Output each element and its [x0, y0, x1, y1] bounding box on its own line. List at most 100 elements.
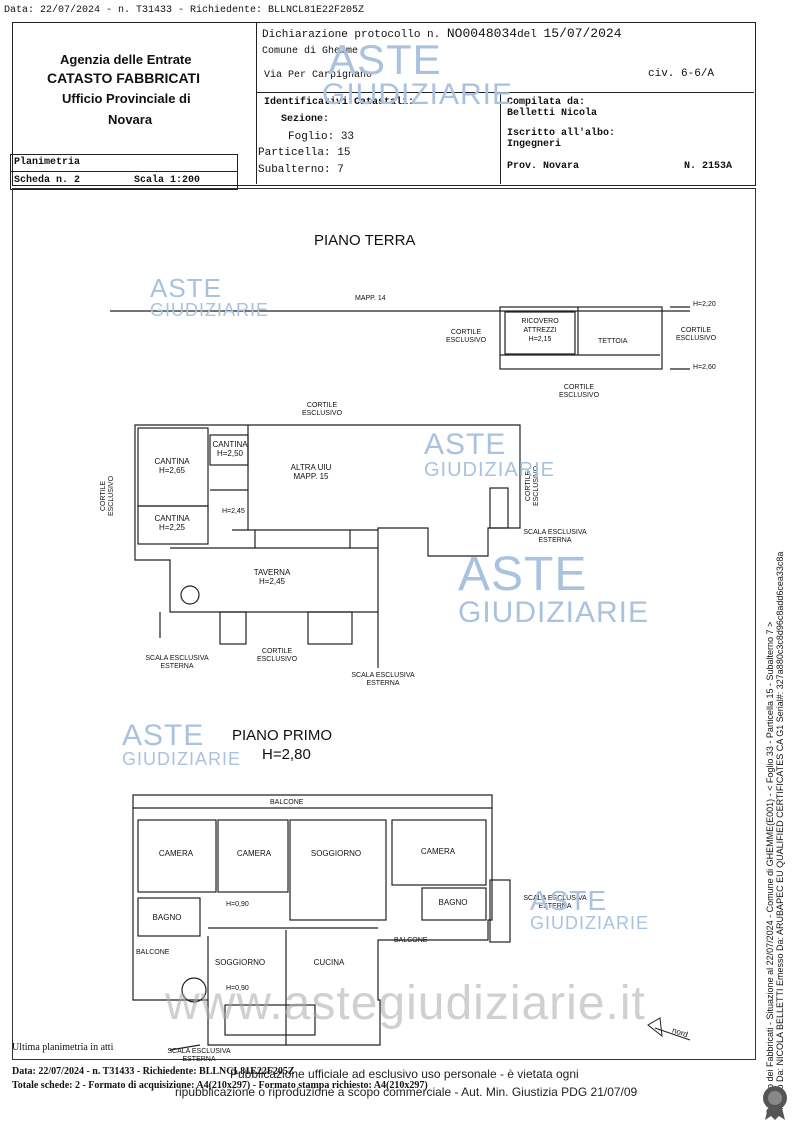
particella-value: 15: [337, 147, 351, 159]
particella-label: Particella:: [258, 147, 331, 159]
mapp14-label: MAPP. 14: [355, 295, 386, 302]
watermark-aste: ASTE: [530, 885, 608, 916]
altra-uiu-label: ALTRA UIU MAPP. 15: [290, 463, 332, 481]
ricovero-block: [499, 306, 663, 370]
external-stair-east: [489, 487, 509, 529]
subalterno-value: 7: [337, 164, 344, 176]
ground-floor-outline: [134, 424, 521, 613]
scala-label-4: SCALA ESCLUSIVA ESTERNA: [523, 895, 587, 910]
subalterno-label: Subalterno:: [258, 164, 331, 176]
cortile-label-4: CORTILE ESCLUSIVO: [301, 402, 343, 417]
cortile-label-2: CORTILE ESCLUSIVO: [675, 327, 717, 342]
watermark-giudiziarie: GIUDIZIARIE: [122, 749, 242, 769]
protocol-label: Dichiarazione protocollo n.: [262, 29, 441, 41]
cantina-label-2: CANTINA H=2,50: [212, 440, 248, 458]
h260-label: H=2,60: [693, 364, 716, 371]
footer-data-line: Data: 22/07/2024 - n. T31433 - Richieden…: [12, 1066, 295, 1077]
bagno-label-2: BAGNO: [438, 898, 468, 907]
soggiorno-room-1: [289, 819, 387, 921]
iscritto-label: Iscritto all'albo:: [507, 128, 616, 139]
camera-room-2: [217, 819, 289, 893]
watermark-aste: ASTE: [150, 273, 222, 303]
bagno-room-2: [421, 887, 487, 921]
scala-label-5: SCALA ESCLUSIVA ESTERNA: [167, 1048, 231, 1063]
bagno-label-1: BAGNO: [152, 913, 182, 922]
sezione-label: Sezione:: [281, 114, 330, 125]
tettoia-label: TETTOIA: [598, 338, 628, 345]
identificativi-title: Identificativi Catastali:: [264, 97, 415, 108]
header-vline: [500, 92, 501, 184]
cortile-label-1: CORTILE ESCLUSIVO: [445, 329, 487, 344]
stair-leader: [169, 1044, 201, 1051]
nord-arrow: [647, 1017, 691, 1041]
protocol-number: NO0048034: [446, 26, 518, 41]
compilata-name: Belletti Nicola: [507, 108, 598, 119]
albo-number: N. 2153A: [684, 161, 733, 172]
request-line: Data: 22/07/2024 - n. T31433 - Richieden…: [4, 5, 365, 16]
soggiorno-label-2: SOGGIORNO: [214, 958, 266, 967]
balcone-label-1: BALCONE: [270, 799, 304, 806]
ricovero-label: RICOVERO ATTREZZI H=2,15: [521, 318, 559, 343]
watermark-logo-3: ASTE GIUDIZIARIE: [458, 548, 650, 629]
side-text-signature: Firmato Da: NICOLA BELLETTI Emesso Da: A…: [775, 551, 785, 1115]
watermark-logo-1: ASTE GIUDIZIARIE: [150, 275, 269, 319]
watermark-giudiziarie: GIUDIZIARIE: [150, 300, 270, 320]
scala-label: Scala 1:200: [134, 175, 201, 186]
particella-row: Particella: 15: [258, 147, 350, 159]
h245-label: H=2,45: [222, 508, 245, 515]
footer-totale-line: Totale schede: 2 - Formato di acquisizio…: [12, 1080, 428, 1091]
scala-label-3: SCALA ESCLUSIVA ESTERNA: [523, 529, 587, 544]
protocol-del: del: [517, 29, 537, 41]
balcone-label-3: BALCONE: [136, 949, 170, 956]
watermark-aste: ASTE: [458, 548, 588, 601]
drawing-frame: [12, 188, 756, 1060]
external-stair-left: [219, 611, 247, 645]
protocol-date: 15/07/2024: [543, 26, 622, 41]
foglio-row: Foglio: 33: [288, 131, 354, 143]
watermark-logo-4: ASTE GIUDIZIARIE: [122, 721, 242, 769]
header-frame: [12, 22, 756, 186]
watermark-giudiziarie: GIUDIZIARIE: [530, 913, 650, 933]
watermark-aste: ASTE: [328, 36, 442, 83]
bagno-room-1: [137, 897, 201, 937]
scheda-label: Scheda n. 2: [14, 175, 81, 186]
compilata-label: Compilata da:: [507, 97, 586, 108]
watermark-giudiziarie: GIUDIZIARIE: [424, 459, 556, 481]
camera-room-1: [137, 819, 217, 893]
ultima-planimetria: Ultima planimetria in atti: [12, 1042, 114, 1053]
albo-value: Ingegneri: [507, 139, 562, 150]
h090-label-1: H=0,90: [226, 901, 249, 908]
taverna-label: TAVERNA H=2,45: [253, 568, 291, 586]
spiral-stair-ground: [180, 585, 200, 605]
agency-line4: Novara: [108, 112, 153, 127]
cantina-label-3: CANTINA H=2,25: [154, 514, 190, 532]
piano-primo-title: PIANO PRIMO: [232, 727, 333, 744]
cantina-room-3: [137, 505, 209, 545]
piano-terra-title: PIANO TERRA: [314, 232, 416, 249]
foglio-value: 33: [340, 131, 355, 143]
protocol-line: Dichiarazione protocollo n. NO0048034del…: [262, 26, 622, 41]
h220-label: H=2,20: [693, 301, 716, 308]
cucina-label: CUCINA: [313, 958, 345, 967]
watermark-logo-5: ASTE GIUDIZIARIE: [530, 885, 650, 933]
comune-label: Comune di Ghemme: [262, 46, 359, 57]
watermark-giudiziarie: GIUDIZIARIE: [458, 596, 650, 629]
cantina-label-1: CANTINA H=2,65: [154, 457, 190, 475]
camera-room-3: [391, 819, 487, 886]
cortile-label-6: CORTILE ESCLUSIVO: [100, 475, 115, 517]
balcone-label-2: BALCONE: [394, 937, 428, 944]
watermark-logo-header: ASTE GIUDIZIARIE: [262, 36, 514, 111]
seal-icon: [763, 1086, 787, 1120]
watermark-giudiziarie: GIUDIZIARIE: [322, 78, 514, 111]
external-stair-right: [307, 611, 353, 645]
soggiorno-label-1: SOGGIORNO: [310, 849, 362, 858]
planimetria-divider: [10, 171, 237, 172]
publication-notice-2: ripubblicazione o riproduzione a scopo c…: [175, 1085, 638, 1099]
header-hline: [256, 92, 754, 93]
side-text-cadastre: Catasto dei Fabbricati - Situazione al 2…: [765, 621, 775, 1115]
header-divider: [256, 22, 257, 184]
watermark-aste: ASTE: [424, 428, 507, 461]
agency-line3: Ufficio Provinciale di: [62, 91, 191, 106]
watermark-site: www.astegiudiziarie.it: [165, 977, 646, 1030]
planimetria-label: Planimetria: [14, 157, 81, 168]
